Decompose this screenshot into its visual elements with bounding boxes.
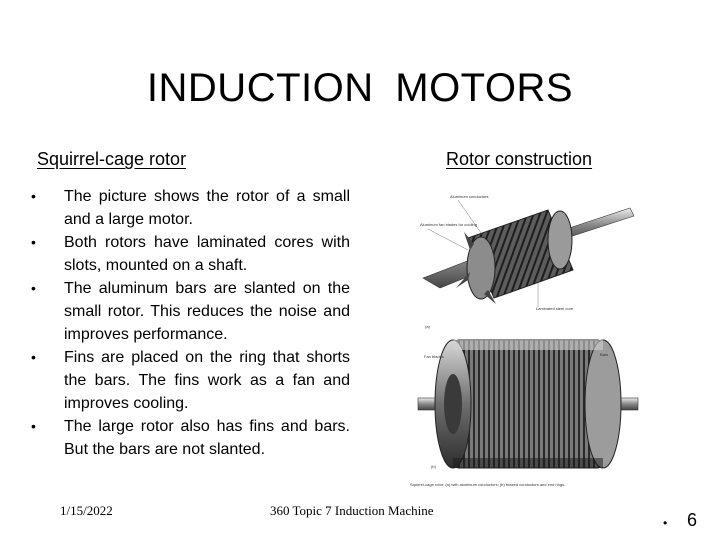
footer-date: 1/15/2022	[60, 503, 113, 518]
footer-title: 360 Topic 7 Induction Machine	[270, 503, 434, 518]
bullet-marker: •	[31, 188, 36, 204]
small-rotor-label-top: Aluminum conductors	[450, 194, 488, 199]
bullet-item: • The large rotor also has fins and bars.…	[30, 415, 350, 461]
rotor-illustration: Aluminum conductors Aluminum fan blades …	[410, 194, 639, 487]
bullet-text: The picture shows the rotor of a small a…	[64, 188, 350, 228]
bullet-text: The large rotor also has fins and bars. …	[64, 418, 350, 458]
bullet-marker: •	[31, 280, 36, 296]
large-rotor-label-left: Fan blades	[424, 354, 444, 359]
bullet-item: • The aluminum bars are slanted on the sm…	[30, 277, 350, 346]
left-heading: Squirrel-cage rotor	[37, 149, 187, 169]
small-rotor	[422, 207, 635, 304]
small-rotor-label-right: Laminated steel core	[536, 306, 574, 311]
large-rotor-label-right: Bars	[600, 352, 608, 357]
bullet-marker: •	[31, 418, 36, 434]
bullet-text: Both rotors have laminated cores with sl…	[64, 234, 350, 274]
bullet-list: • The picture shows the rotor of a small …	[30, 185, 350, 461]
bullet-item: • Both rotors have laminated cores with s…	[30, 231, 350, 277]
small-rotor-label-left: Aluminum fan blades for cooling	[420, 222, 477, 227]
rotor-figure: Aluminum conductors Aluminum fan blades …	[398, 180, 648, 492]
small-rotor-part-label: (a)	[425, 324, 431, 329]
right-heading: Rotor construction	[446, 149, 593, 169]
bullet-item: • The picture shows the rotor of a small …	[30, 185, 350, 231]
bullet-marker: •	[31, 349, 36, 365]
large-rotor	[417, 339, 639, 469]
bullet-item: • Fins are placed on the ring that shorts…	[30, 346, 350, 415]
large-rotor-part-label: (b)	[431, 464, 437, 469]
page-number: 6	[687, 510, 698, 530]
bullet-text: Fins are placed on the ring that shorts …	[64, 349, 350, 412]
footer-bullet: •	[663, 516, 668, 530]
slide-title: INDUCTION MOTORS	[146, 66, 574, 110]
bullet-text: The aluminum bars are slanted on the sma…	[64, 280, 350, 343]
bullet-marker: •	[31, 234, 36, 250]
figure-caption: Squirrel-cage rotor: (a) with aluminum c…	[410, 482, 565, 487]
